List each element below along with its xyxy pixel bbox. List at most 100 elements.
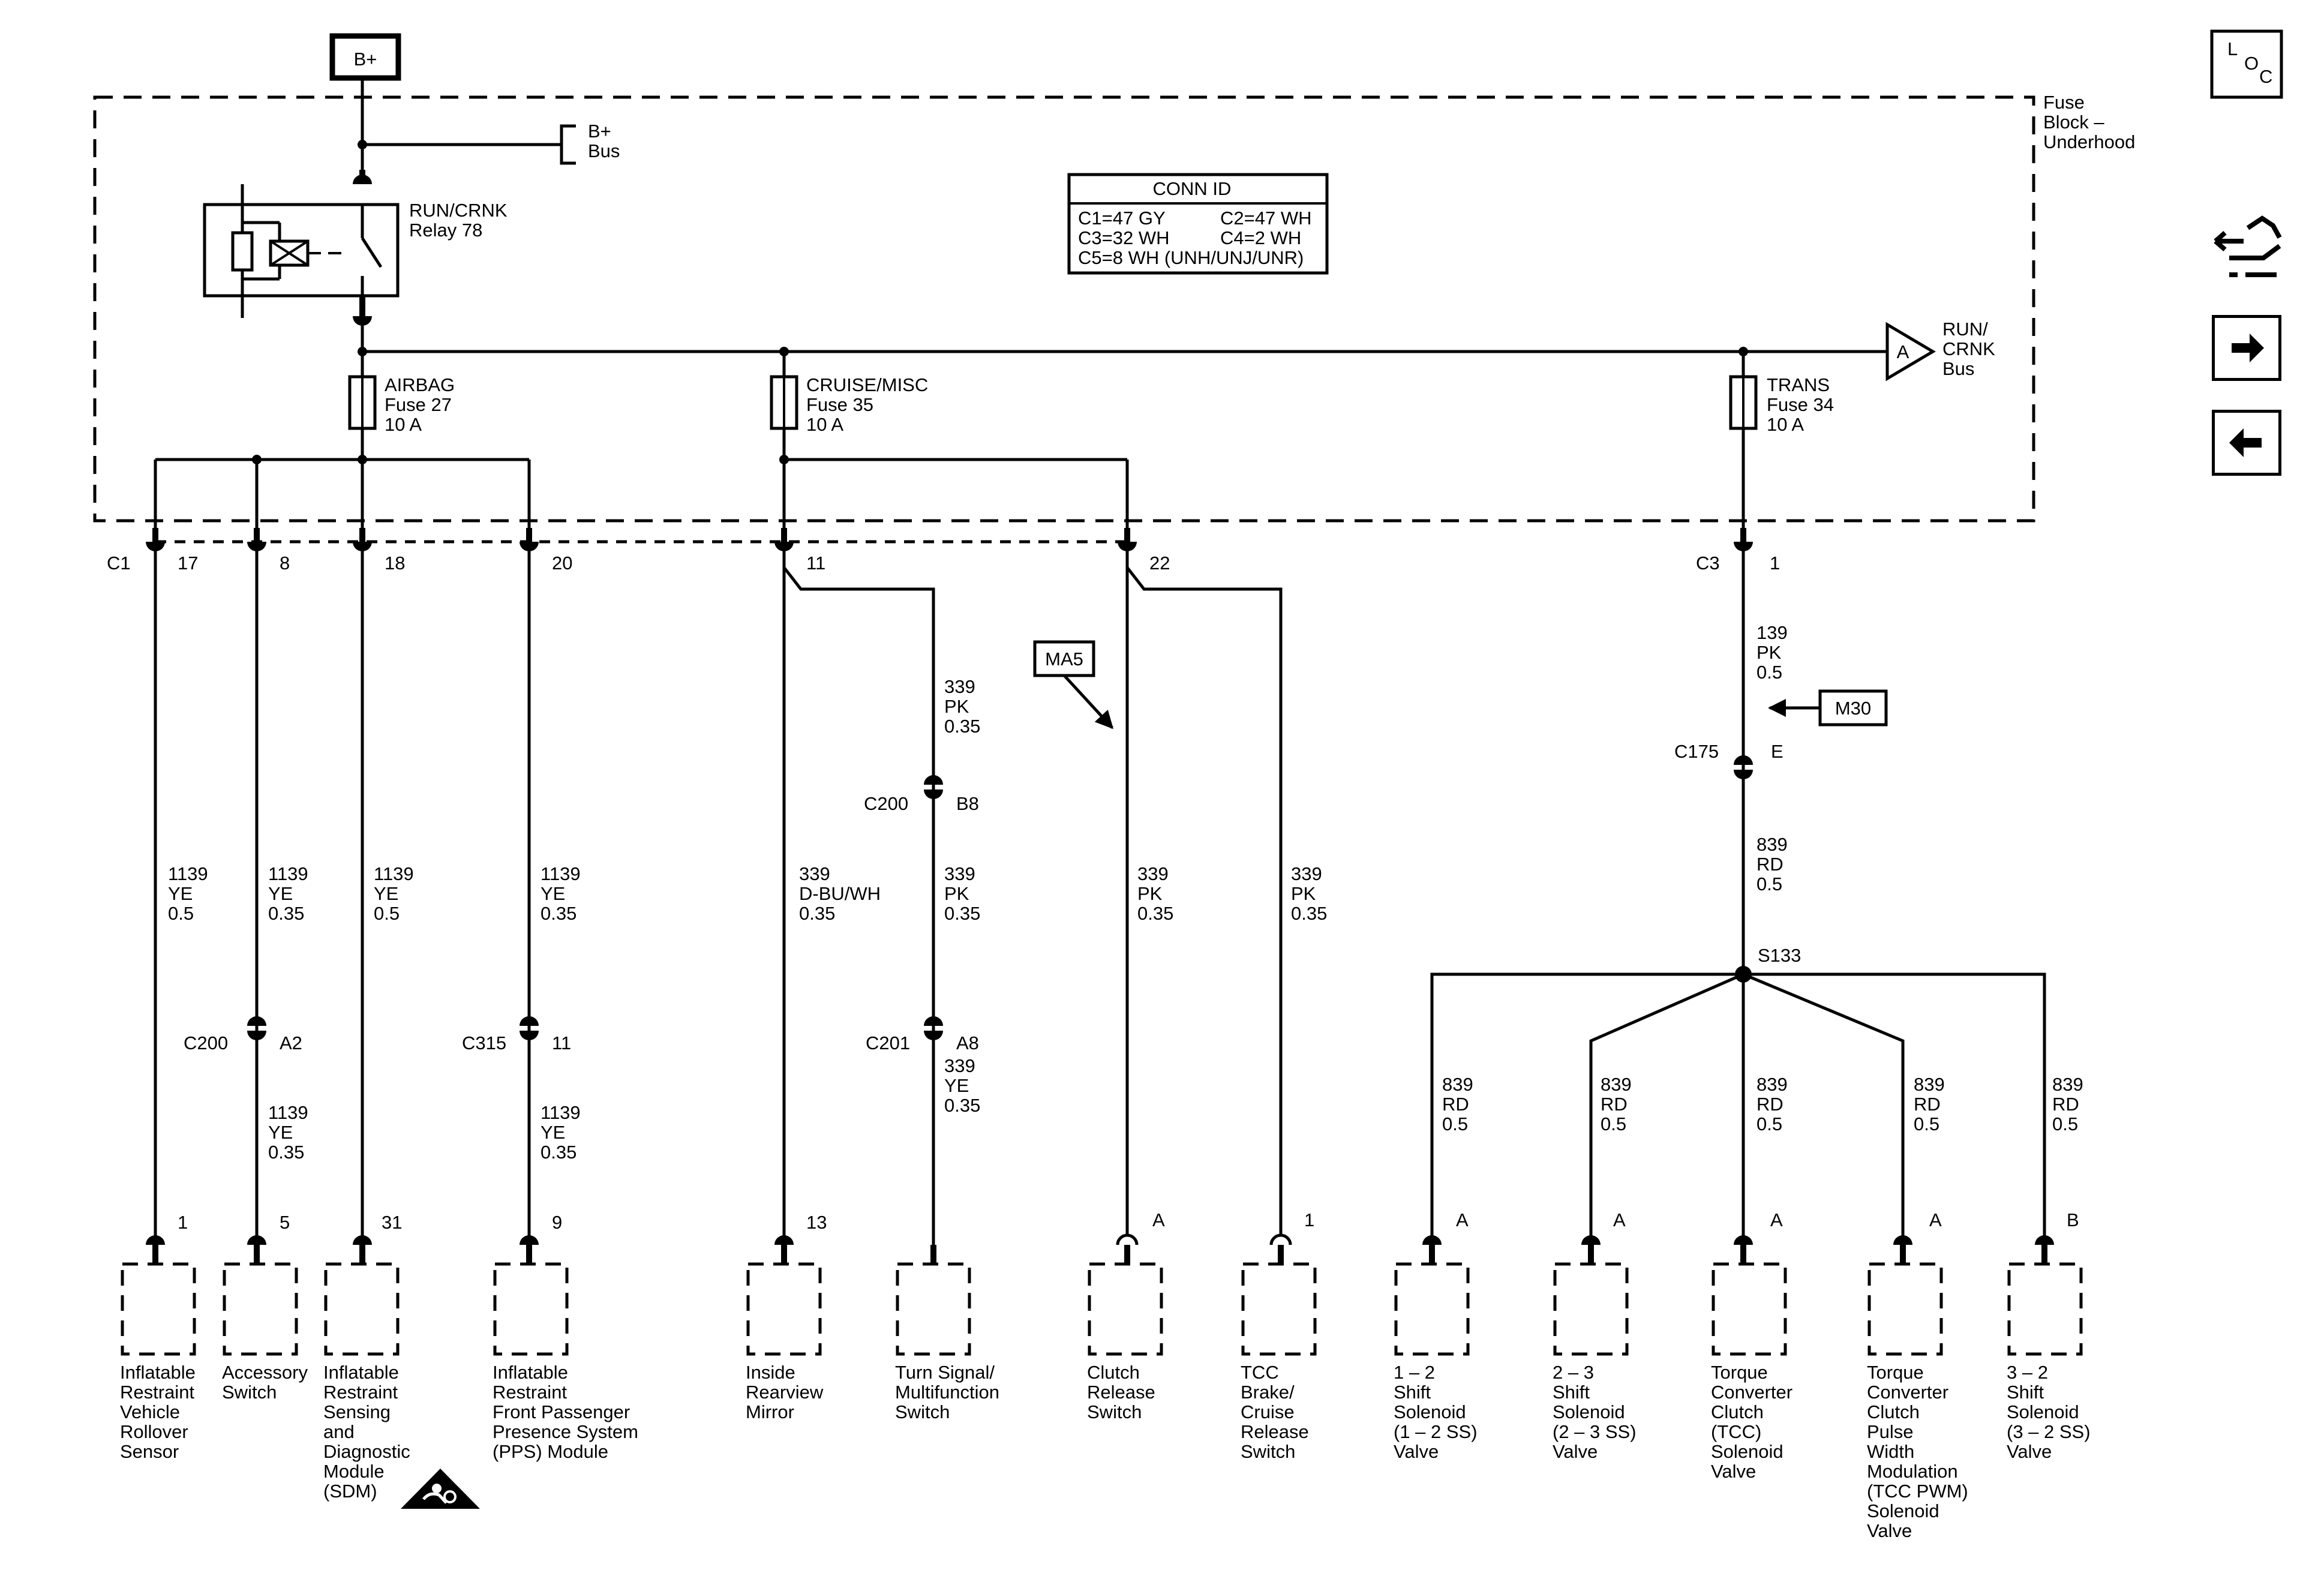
connector-c1-label: C1 (107, 553, 131, 574)
component-terminal-11 (1734, 1235, 1753, 1263)
next-page-button[interactable] (2212, 315, 2281, 381)
prev-page-button[interactable] (2212, 410, 2281, 476)
component-terminal-4 (520, 1235, 539, 1263)
connector-c200b-label: C200 (864, 793, 908, 814)
connector-c315-label: C315 (462, 1032, 506, 1053)
ref-ma5-arrow (1063, 674, 1114, 730)
component-pin-7: A (1152, 1209, 1165, 1230)
component-terminal-13 (2035, 1235, 2054, 1263)
component-terminal-5 (774, 1235, 794, 1263)
component-clutch-release-switch (1088, 1262, 1163, 1356)
location-icon[interactable]: L O C (2210, 29, 2283, 99)
component-pin-3: 31 (382, 1212, 402, 1233)
pin-18-label: 18 (385, 553, 405, 574)
runcrnk-bus-flag (1885, 322, 1936, 382)
component-pin-13: B (2067, 1209, 2079, 1230)
ref-m30-label: M30 (1835, 698, 1871, 719)
component-pin-10: A (1613, 1209, 1626, 1230)
component-terminal-10 (1581, 1235, 1601, 1263)
pin-17-label: 17 (178, 553, 198, 574)
splice-label: S133 (1758, 945, 1801, 966)
component-terminal-9 (1422, 1235, 1442, 1263)
pin-22-label: 22 (1149, 553, 1170, 574)
relay-coil-cross-b (269, 240, 309, 266)
wire-turn-signal (783, 566, 935, 1254)
component-pin-11: A (1770, 1209, 1783, 1230)
runcrnk-bus-flag-letter: A (1897, 341, 1909, 362)
connector-c175-label: C175 (1674, 741, 1719, 762)
component-pin-9: A (1456, 1209, 1469, 1230)
connector-c3-label: C3 (1696, 553, 1720, 574)
connector-c175 (1734, 755, 1753, 779)
airbag-warning-icon (401, 1469, 480, 1509)
terminal-c3-1 (1734, 528, 1753, 551)
component-terminal-2 (247, 1235, 266, 1263)
component-accessory-switch (223, 1262, 298, 1356)
arrow-right-icon (2232, 334, 2264, 362)
battery-box (329, 33, 401, 81)
conn-id-title: CONN ID (1153, 178, 1232, 199)
splice-inner-branches (1589, 972, 1905, 1236)
component-pin-2: 5 (280, 1212, 290, 1233)
component-2-3-shift-solenoid (1553, 1262, 1629, 1356)
component-pin-8: 1 (1304, 1209, 1314, 1230)
component-inside-mirror (746, 1262, 822, 1356)
relay-switch-blade (361, 237, 383, 268)
connector-c200a-label: C200 (184, 1032, 228, 1053)
relay-terminal-top (353, 170, 372, 184)
pin-11-label: 11 (806, 553, 825, 574)
component-rollover-sensor (121, 1262, 196, 1356)
component-terminal-6 (930, 1245, 936, 1263)
terminal-c1-17 (146, 528, 165, 551)
connector-c315 (520, 1016, 539, 1040)
connector-c200-a2 (247, 1016, 266, 1040)
component-1-2-shift-solenoid (1394, 1262, 1470, 1356)
component-terminal-3 (353, 1235, 372, 1263)
connector-c201-pin: A8 (956, 1032, 979, 1053)
terminal-c1-22 (1118, 528, 1137, 551)
schematic-nav-icon[interactable] (2214, 215, 2282, 277)
component-terminal-1 (146, 1235, 165, 1263)
connector-c201-label: C201 (866, 1032, 910, 1053)
battery-label: B+ (354, 49, 377, 70)
ref-ma5-label: MA5 (1045, 649, 1083, 670)
fuse-cruise-misc (770, 352, 798, 497)
bplus-bus-bracket (560, 124, 576, 165)
component-sdm (324, 1262, 400, 1356)
component-terminal-8 (1269, 1233, 1292, 1263)
pin-20-label: 20 (552, 553, 572, 574)
component-tcc-brake-switch (1241, 1262, 1317, 1356)
terminal-c1-20 (520, 528, 539, 551)
conn-id-table (1067, 173, 1329, 275)
wire-tcc-brake (1126, 566, 1283, 1236)
